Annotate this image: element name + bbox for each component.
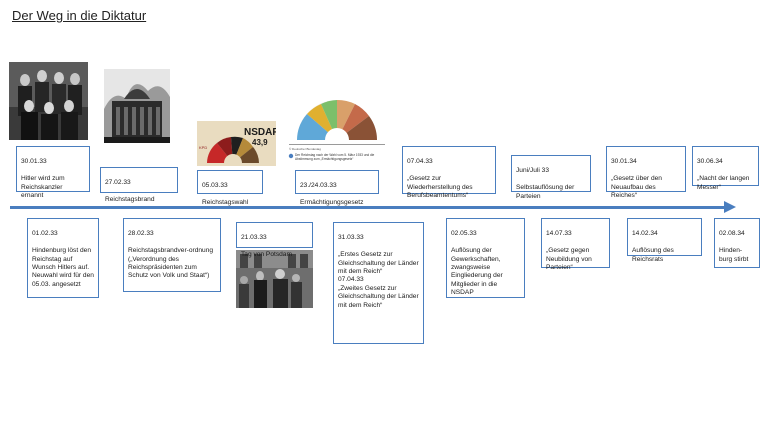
event-date: 30.06.34 — [697, 158, 723, 166]
event-box-reichstagsbrand: 27.02.33 Reichstagsbrand — [100, 167, 178, 203]
event-date: 02.05.33 — [451, 230, 477, 238]
event-text: Reichstagsbrandver-ordnung („Verordnung … — [128, 247, 214, 280]
event-box-tag-von-potsdam: 21.03.33 Tag von Potsdam — [236, 222, 313, 258]
event-text: Auflösung der Gewerkschaften, zwangsweis… — [451, 247, 503, 297]
election-result-graphic: NSDAP 43,9 KPD — [197, 121, 276, 166]
event-date: 28.02.33 — [128, 230, 154, 238]
cabinet-photo — [9, 62, 88, 140]
event-date: 23./24.03.33 — [300, 182, 337, 190]
event-box-neubildung-parteien: 14.07.33 „Gesetz gegen Neubildung von Pa… — [541, 218, 610, 272]
event-box-berufsbeamtentum: 07.04.33 „Gesetz zur Wiederherstellung d… — [402, 146, 496, 199]
event-box-reichstagswahl: 05.03.33 Reichstagswahl — [197, 170, 263, 206]
seat-distribution-graphic: © Deutscher Bundestag Der Reichstag nach… — [285, 88, 389, 168]
event-box-reichskanzler: 30.01.33 Hitler wird zum Reichskanzler e… — [16, 146, 90, 199]
event-text: Ermächtigungsgesetz — [300, 199, 364, 207]
event-box-reichsrat: 14.02.34 Auflösung des Reichsrats — [627, 218, 702, 263]
event-text: „Gesetz über den Neuaufbau des Reiches“ — [611, 175, 662, 200]
event-date: 01.02.33 — [32, 230, 58, 238]
event-text: „Gesetz zur Wiederherstellung des Berufs… — [407, 175, 473, 200]
event-date: 30.01.34 — [611, 158, 637, 166]
election-value-label: 43,9 — [252, 138, 268, 147]
event-date: 14.02.34 — [632, 230, 658, 238]
election-party-label: NSDAP — [244, 127, 276, 138]
event-text: Reichstagsbrand — [105, 196, 155, 204]
event-text: Hitler wird zum Reichskanzler ernannt — [21, 175, 65, 200]
event-text: Reichstagswahl — [202, 199, 249, 207]
event-box-ermaechtigungsgesetz: 23./24.03.33 Ermächtigungsgesetz — [295, 170, 379, 206]
event-text: Auflösung des Reichsrats — [632, 247, 674, 263]
reichstag-fire-photo — [104, 69, 170, 143]
event-date: 07.04.33 — [407, 158, 433, 166]
event-box-selbstaufloesung: Juni/Juli 33 Selbstauflösung der Parteie… — [511, 155, 591, 200]
timeline-arrow-line — [10, 206, 726, 209]
event-box-reichstag-aufgeloest: 01.02.33 Hindenburg löst den Reichstag a… — [27, 218, 99, 298]
event-date: 31.03.33 — [338, 234, 364, 242]
event-text: „Nacht der langen Messer“ — [697, 175, 750, 191]
event-box-reichstagsbrandverordnung: 28.02.33 Reichstagsbrandver-ordnung („Ve… — [123, 218, 221, 292]
potsdam-photo — [236, 250, 313, 308]
page-title: Der Weg in die Diktatur — [12, 8, 147, 23]
event-date: 27.02.33 — [105, 179, 131, 187]
event-text: „Gesetz gegen Neubildung von Parteien“ — [546, 247, 592, 272]
event-box-hindenburg-stirbt: 02.08.34 Hinden-burg stirbt — [714, 218, 760, 268]
event-date: 14.07.33 — [546, 230, 572, 238]
event-text: Hinden-burg stirbt — [719, 247, 749, 263]
svg-text:© Deutscher Bundestag: © Deutscher Bundestag — [289, 147, 321, 151]
event-text: Selbstauflösung der Parteien — [516, 184, 575, 200]
event-date: 30.01.33 — [21, 158, 47, 166]
event-date: 02.08.34 — [719, 230, 745, 238]
event-date: 21.03.33 — [241, 234, 267, 242]
svg-text:KPD: KPD — [199, 145, 207, 150]
event-box-neuaufbau: 30.01.34 „Gesetz über den Neuaufbau des … — [606, 146, 686, 199]
event-text: „Erstes Gesetz zur Gleichschaltung der L… — [338, 251, 419, 309]
event-text: Hindenburg löst den Reichstag auf Wunsch… — [32, 247, 94, 288]
event-text: Tag von Potsdam — [241, 251, 292, 259]
timeline-arrow-head — [724, 201, 736, 213]
event-date: Juni/Juli 33 — [516, 167, 549, 175]
event-date: 05.03.33 — [202, 182, 228, 190]
event-box-nacht-der-langen-messer: 30.06.34 „Nacht der langen Messer“ — [692, 146, 759, 191]
event-box-gewerkschaften: 02.05.33 Auflösung der Gewerkschaften, z… — [446, 218, 525, 298]
event-box-gleichschaltung: 31.03.33 „Erstes Gesetz zur Gleichschalt… — [333, 222, 424, 344]
seat-chart-caption: Der Reichstag nach der Wahl vom 5. März … — [295, 153, 375, 161]
